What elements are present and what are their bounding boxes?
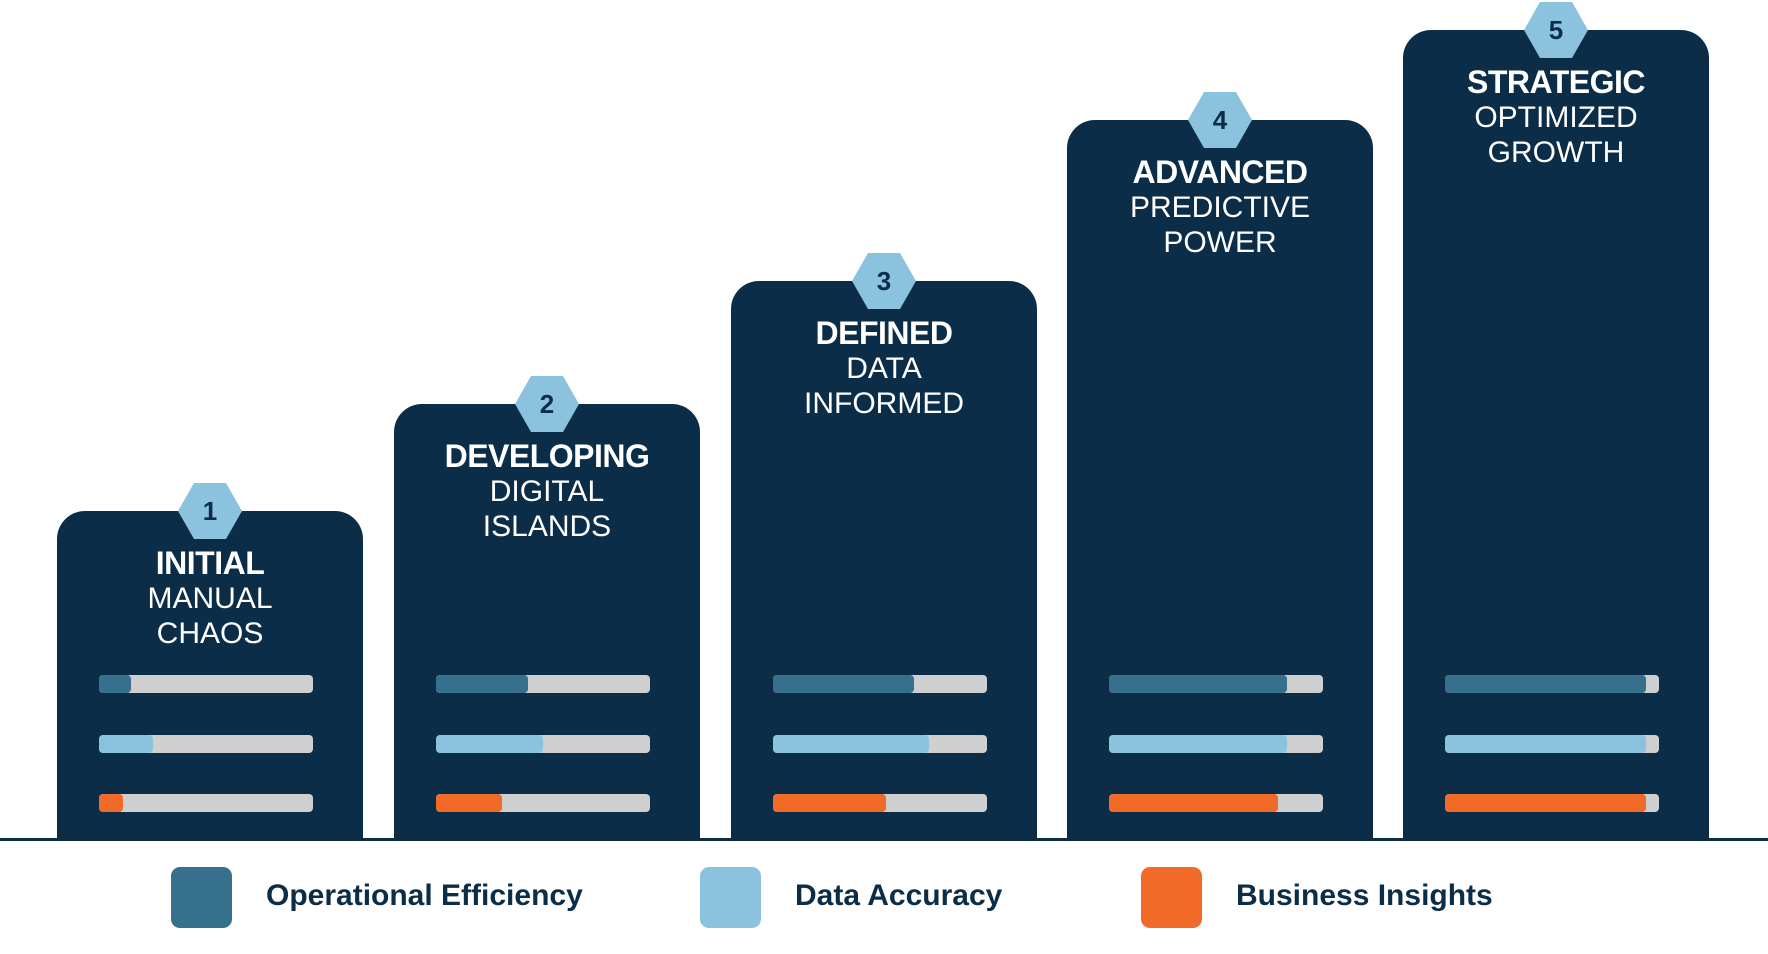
progress-track-operational-efficiency xyxy=(1445,675,1659,693)
progress-fill-data-accuracy xyxy=(773,735,930,753)
progress-fill-business-insights xyxy=(99,794,123,812)
progress-track-data-accuracy xyxy=(773,735,987,753)
stage-title: ADVANCED xyxy=(1132,154,1308,190)
progress-fill-data-accuracy xyxy=(1109,735,1287,753)
stage-subtitle-line: DIGITAL xyxy=(489,475,605,508)
stage-title: INITIAL xyxy=(155,545,265,581)
progress-track-data-accuracy xyxy=(99,735,313,753)
stage-number-hexagon: 2 xyxy=(515,376,579,432)
stage-title: STRATEGIC xyxy=(1466,64,1646,100)
progress-track-business-insights xyxy=(1109,794,1323,812)
progress-track-data-accuracy xyxy=(1109,735,1323,753)
progress-track-data-accuracy xyxy=(1445,735,1659,753)
stage-subtitle-line: DATA xyxy=(846,352,922,385)
progress-fill-data-accuracy xyxy=(1445,735,1647,753)
legend-label-data-accuracy: Data Accuracy xyxy=(795,879,1003,912)
progress-track-business-insights xyxy=(1445,794,1659,812)
progress-fill-business-insights xyxy=(436,794,503,812)
progress-fill-data-accuracy xyxy=(99,735,153,753)
progress-fill-business-insights xyxy=(1109,794,1279,812)
progress-fill-operational-efficiency xyxy=(436,675,529,693)
stage-subtitle-line: GROWTH xyxy=(1487,136,1625,169)
progress-track-business-insights xyxy=(436,794,650,812)
legend-swatch-operational-efficiency xyxy=(171,867,232,928)
progress-fill-data-accuracy xyxy=(436,735,543,753)
progress-fill-business-insights xyxy=(773,794,887,812)
legend-swatch-business-insights xyxy=(1141,867,1202,928)
progress-fill-business-insights xyxy=(1445,794,1647,812)
stage-title: DEFINED xyxy=(815,315,953,351)
progress-track-business-insights xyxy=(99,794,313,812)
stage-subtitle-line: PREDICTIVE xyxy=(1129,191,1311,224)
legend-label-operational-efficiency: Operational Efficiency xyxy=(266,879,583,912)
progress-track-operational-efficiency xyxy=(1109,675,1323,693)
progress-track-operational-efficiency xyxy=(99,675,313,693)
stage-subtitle-line: MANUAL xyxy=(147,582,273,615)
stage-title: DEVELOPING xyxy=(444,438,650,474)
stage-subtitle-line: OPTIMIZED xyxy=(1474,101,1638,134)
stage-subtitle-line: INFORMED xyxy=(804,387,964,420)
progress-fill-operational-efficiency xyxy=(99,675,132,693)
progress-track-operational-efficiency xyxy=(436,675,650,693)
baseline xyxy=(0,838,1768,841)
stage-subtitle-line: ISLANDS xyxy=(482,510,612,543)
progress-fill-operational-efficiency xyxy=(773,675,915,693)
progress-fill-operational-efficiency xyxy=(1109,675,1287,693)
stage-number-hexagon: 3 xyxy=(852,253,916,309)
progress-fill-operational-efficiency xyxy=(1445,675,1647,693)
progress-track-operational-efficiency xyxy=(773,675,987,693)
progress-track-business-insights xyxy=(773,794,987,812)
legend-label-business-insights: Business Insights xyxy=(1236,879,1493,912)
stage-subtitle-line: POWER xyxy=(1163,226,1277,259)
stage-subtitle-line: CHAOS xyxy=(156,617,264,650)
legend-swatch-data-accuracy xyxy=(700,867,761,928)
progress-track-data-accuracy xyxy=(436,735,650,753)
